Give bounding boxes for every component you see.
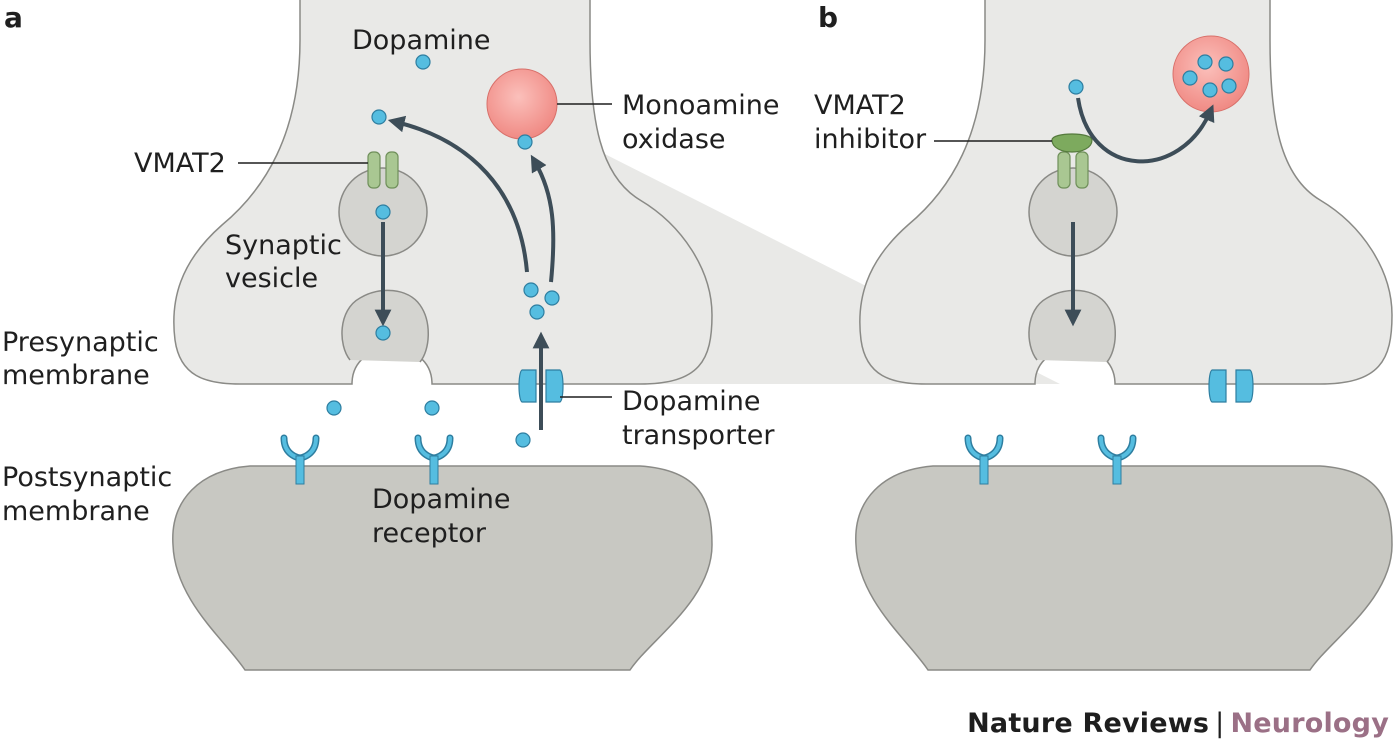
postsynaptic-terminal-a: [172, 465, 713, 671]
label-inhibitor: inhibitor: [814, 124, 927, 155]
label-postsynaptic: Postsynaptic: [2, 462, 172, 493]
mao-arrow: [1076, 97, 1215, 164]
panel-b: b: [814, 0, 1393, 671]
dopamine-receptor-icon: [414, 434, 454, 485]
label-presynaptic-membrane: membrane: [2, 360, 150, 391]
label-oxidase: oxidase: [622, 124, 726, 155]
footer-separator: |: [1215, 708, 1225, 739]
dopamine-molecules-a: [326, 54, 560, 448]
vmat2-icon: [367, 151, 399, 189]
label-presynaptic: Presynaptic: [2, 327, 159, 358]
dopamine-transporter-icon: [1208, 369, 1254, 403]
label-dopamine-transporter-2: transporter: [622, 420, 775, 451]
label-postsynaptic-membrane: membrane: [2, 496, 150, 527]
label-vmat2-b: VMAT2: [814, 90, 906, 121]
label-vesicle: vesicle: [225, 263, 318, 294]
label-dopamine-transporter-1: Dopamine: [622, 386, 761, 417]
journal-name: Neurology: [1230, 708, 1389, 739]
panel-a-letter: a: [4, 1, 23, 34]
vmat2-inhibitor-icon: [1051, 133, 1093, 153]
dopamine-receptor-icon: [280, 434, 320, 485]
leader-lines-a: [238, 103, 612, 398]
cytosol-arrow: [387, 115, 529, 273]
dopamine-transporter-icon: [518, 369, 564, 403]
dopamine-receptor-icon: [1097, 434, 1137, 485]
label-dopamine-receptor-1: Dopamine: [372, 484, 511, 515]
label-synaptic: Synaptic: [225, 230, 342, 261]
dopamine-receptor-icon: [964, 434, 1004, 485]
postsynaptic-terminal-b: [855, 465, 1393, 671]
label-dopamine: Dopamine: [352, 25, 491, 56]
journal-footer: Nature Reviews|Neurology: [967, 708, 1389, 739]
publisher-name: Nature Reviews: [967, 708, 1210, 739]
monoamine-oxidase-icon: [486, 68, 558, 140]
panel-a: a: [2, 0, 1061, 671]
label-monoamine: Monoamine: [622, 90, 780, 121]
label-dopamine-receptor-2: receptor: [372, 518, 487, 549]
label-vmat2: VMAT2: [134, 148, 226, 179]
dopamine-molecules-b: [1068, 54, 1237, 98]
mao-arrow: [530, 154, 556, 283]
vmat2-icon: [1057, 151, 1089, 189]
presynaptic-terminal-b: [859, 0, 1393, 385]
panel-b-letter: b: [818, 1, 838, 34]
